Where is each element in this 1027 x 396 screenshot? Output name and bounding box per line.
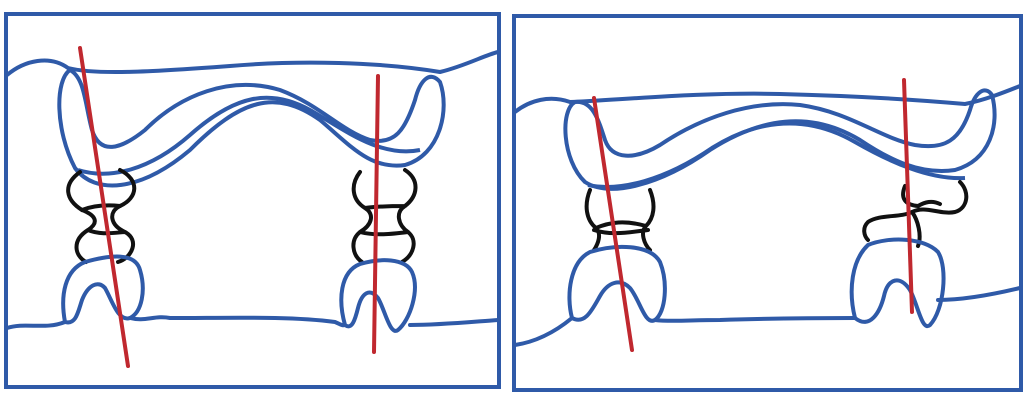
panel-right <box>514 16 1021 390</box>
panel-left <box>6 14 499 387</box>
panel-right-frame <box>514 16 1021 390</box>
